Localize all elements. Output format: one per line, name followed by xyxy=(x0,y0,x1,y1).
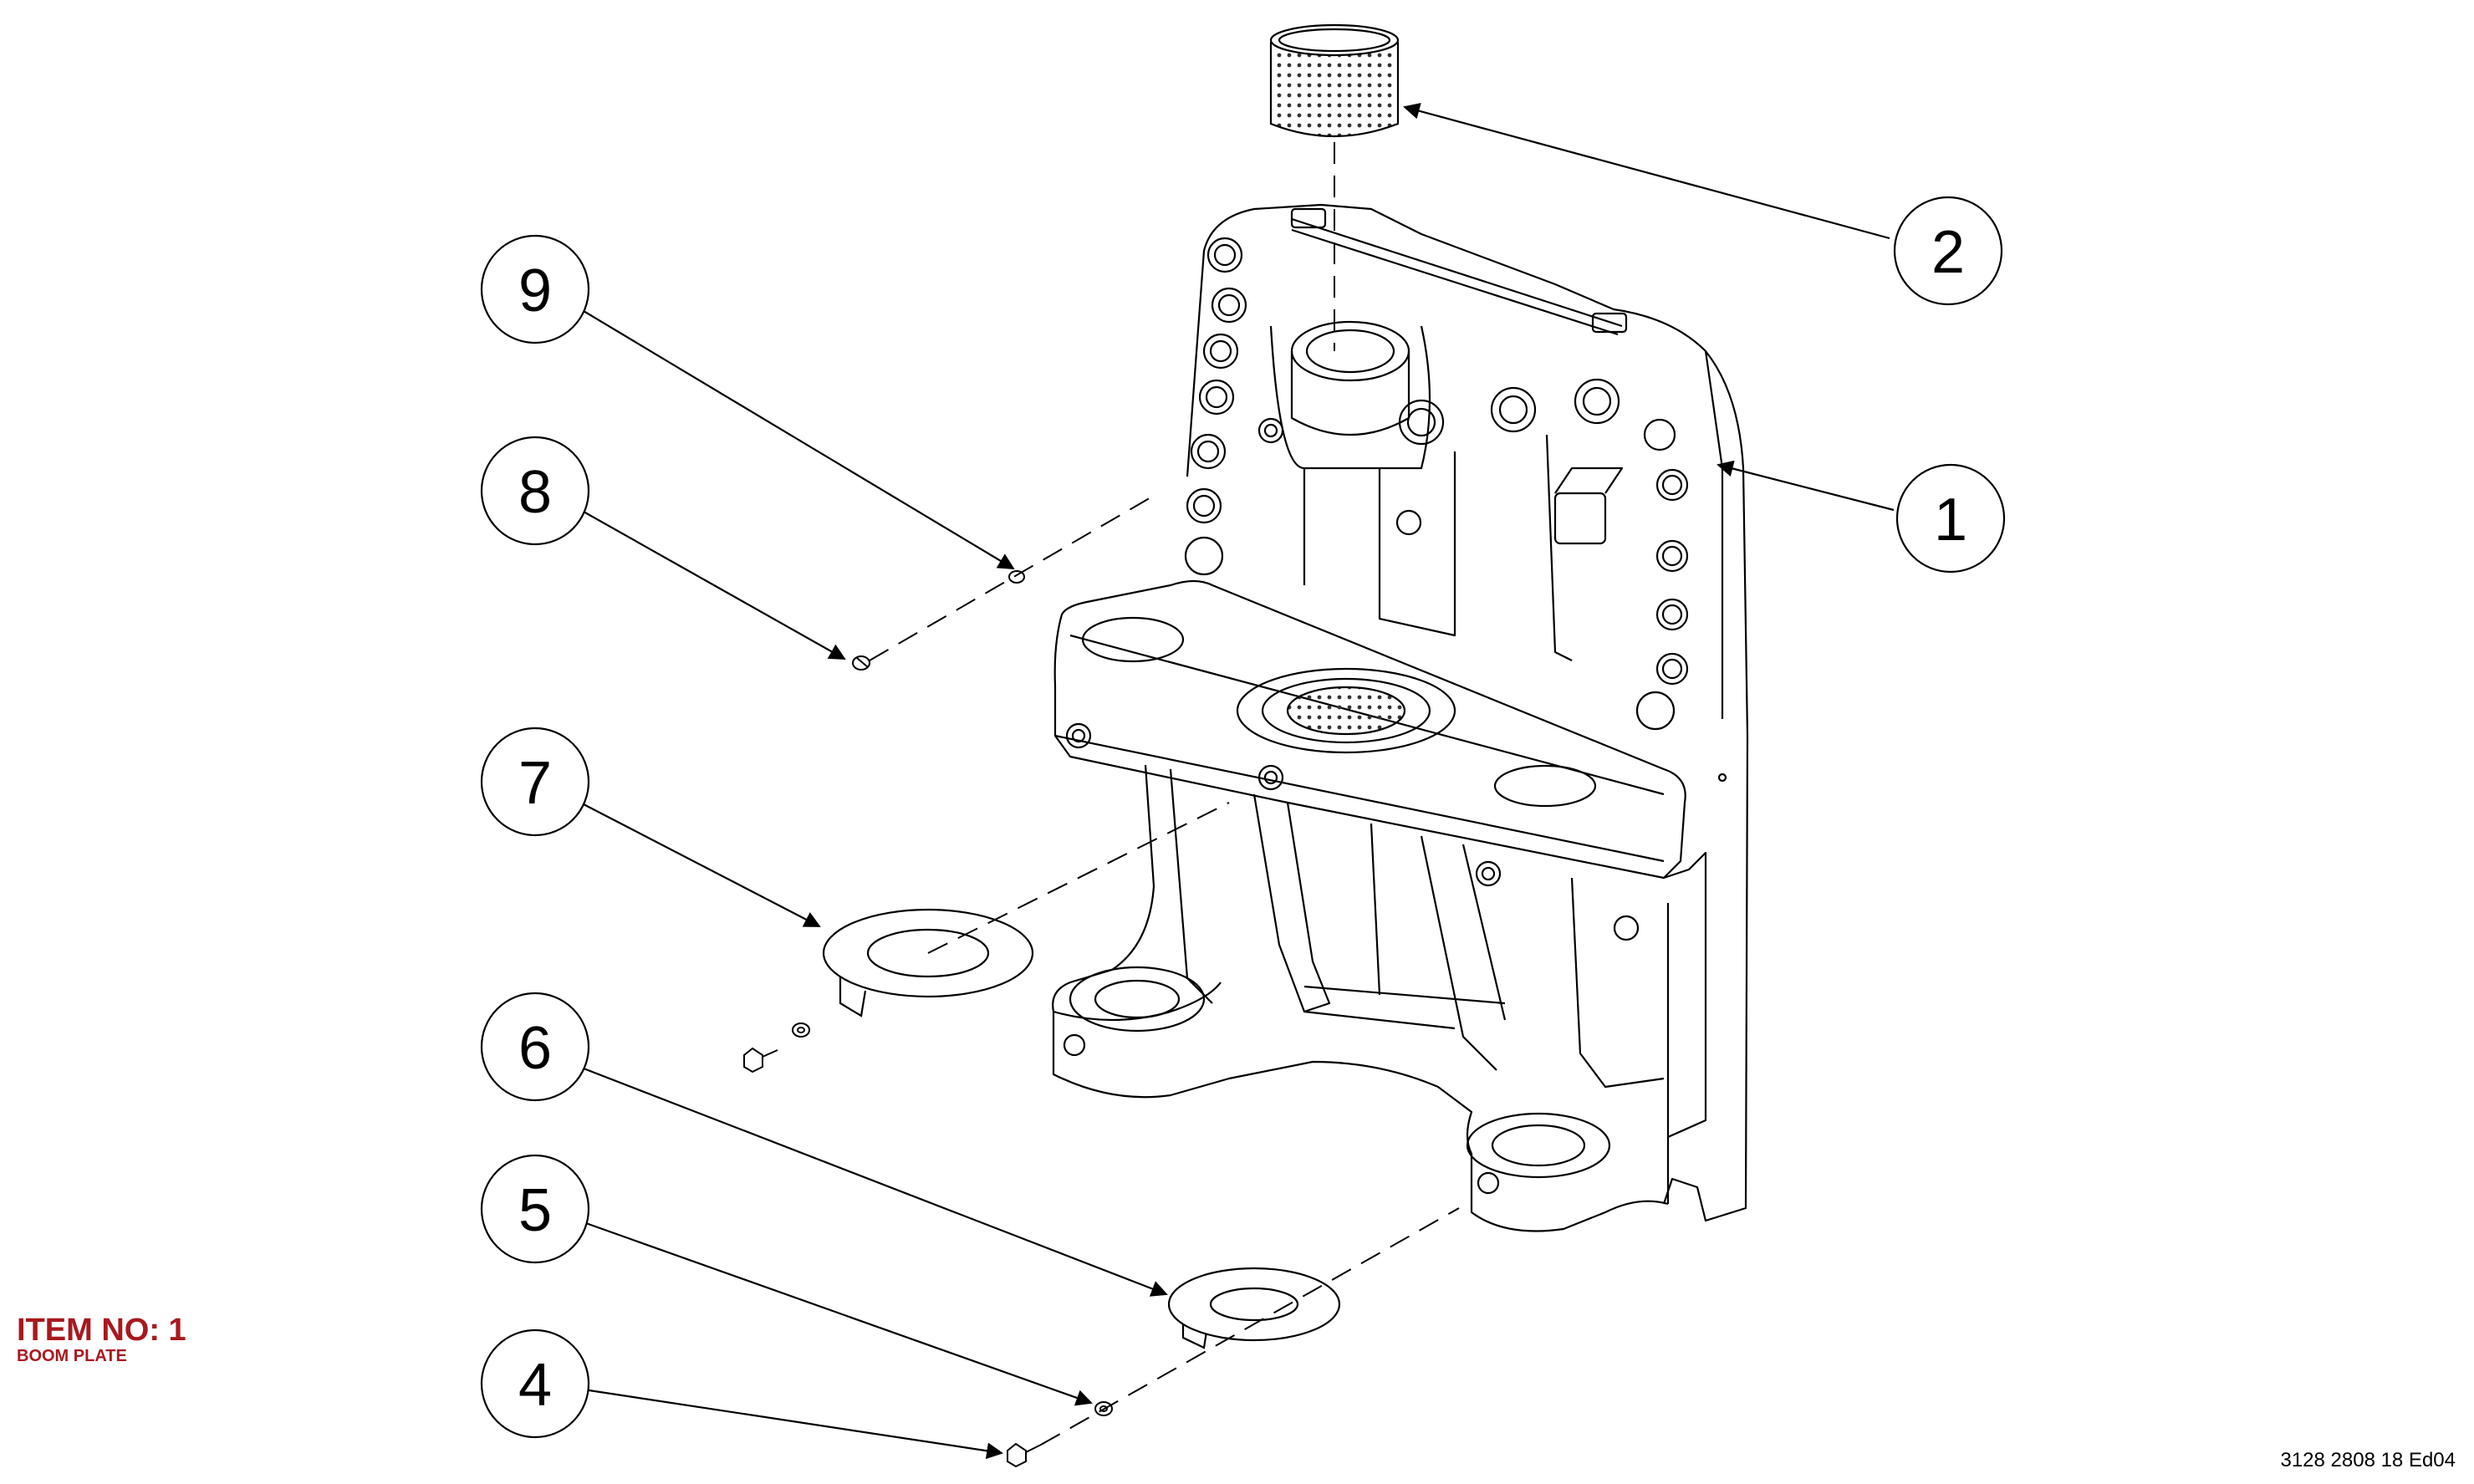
balloon-label-5: 5 xyxy=(518,1177,552,1244)
item-label: ITEM NO: 1 BOOM PLATE xyxy=(17,1314,186,1364)
balloon-label-2: 2 xyxy=(1931,219,1965,286)
shim-plate-part-7 xyxy=(822,908,1034,1017)
balloon-5: 5 xyxy=(480,1154,590,1264)
boom-plate-body xyxy=(1052,203,1749,1232)
shim-plate-part-6 xyxy=(1167,1267,1341,1349)
item-number: ITEM NO: 1 xyxy=(17,1313,186,1348)
balloon-label-7: 7 xyxy=(518,750,552,817)
fasteners xyxy=(743,570,1113,1468)
leader-lines xyxy=(583,103,1895,1460)
drawing-number: 3128 2808 18 Ed04 xyxy=(2280,1449,2456,1471)
balloon-6: 6 xyxy=(480,992,590,1102)
balloon-label-4: 4 xyxy=(518,1352,552,1419)
balloon-label-8: 8 xyxy=(518,459,552,526)
balloon-7: 7 xyxy=(480,727,590,837)
balloon-2: 2 xyxy=(1893,196,2003,306)
balloon-4: 4 xyxy=(480,1328,590,1439)
balloon-8: 8 xyxy=(480,436,590,546)
balloon-label-1: 1 xyxy=(1934,487,1967,553)
balloon-label-6: 6 xyxy=(518,1015,552,1082)
balloon-1: 1 xyxy=(1895,463,2006,574)
balloon-9: 9 xyxy=(480,234,590,344)
bushing-part-2 xyxy=(1269,23,1400,138)
item-name: BOOM PLATE xyxy=(17,1347,127,1365)
balloon-label-9: 9 xyxy=(518,258,552,324)
assembly-centerlines xyxy=(869,142,1460,1446)
